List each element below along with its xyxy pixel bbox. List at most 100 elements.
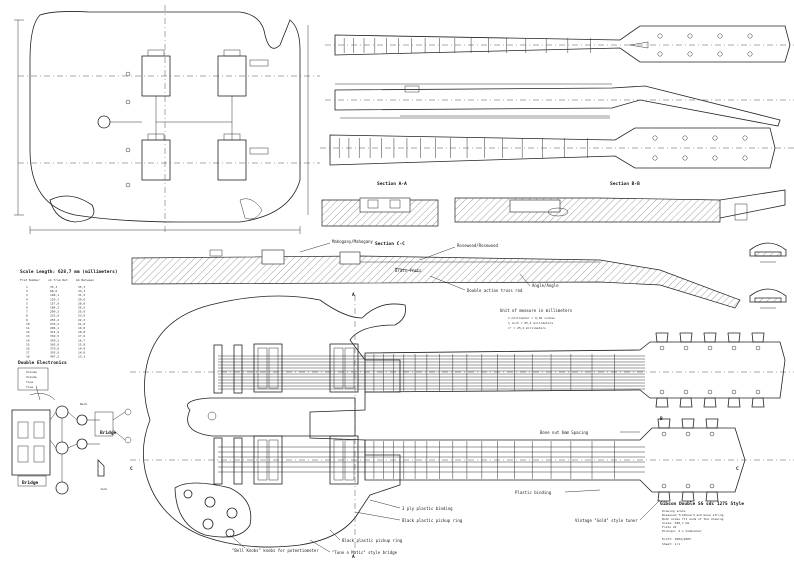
tuner-key (657, 418, 671, 429)
callout-double-action: Double action truss rod (467, 288, 523, 293)
scale-mm-between: 13,3 (78, 355, 85, 359)
scale-header-mm: mm Between (76, 278, 94, 282)
scale-cm-from-nut: 365,0 (50, 342, 59, 346)
tuner-post (685, 431, 691, 437)
scale-header-cm: cm from Nut (48, 278, 68, 282)
section-a-a-label: Section A-A (377, 181, 407, 187)
scale-mm-between: 26,5 (78, 306, 85, 310)
scale-fret-number: 14 (26, 338, 30, 342)
section-b-b: Section B-B (454, 181, 786, 223)
marker-a-bottom: A (352, 554, 355, 560)
tuner-key (751, 397, 765, 408)
scale-mm-between: 35,3 (78, 285, 85, 289)
scale-cm-from-nut: 393,9 (50, 351, 59, 355)
tuner-post (731, 345, 737, 351)
scale-cm-from-nut: 35,3 (50, 285, 57, 289)
scale-cm-from-nut: 184,3 (50, 306, 59, 310)
scale-cm-from-nut: 100,1 (50, 293, 59, 297)
callout-vintage-tuner: Vintage "Gold" style tuner (575, 518, 638, 523)
tuner-key (705, 418, 719, 429)
scale-header-fret: Fret Number (20, 278, 40, 282)
scale-mm-between: 23,6 (78, 314, 85, 318)
scale-fret-number: 5 (26, 301, 28, 305)
scale-cm-from-nut: 157,8 (50, 301, 59, 305)
scale-mm-between: 18,8 (78, 330, 85, 334)
scale-fret-number: 18 (26, 355, 30, 359)
scale-fret-number: 11 (26, 326, 30, 330)
title-line-4: Scale: 628,7 mm (662, 521, 689, 525)
scale-mm-between: 19,8 (78, 326, 85, 330)
title-block: Gibson Double SG sdc 1275 Style Drawing … (660, 501, 744, 546)
units-line-2: 1 inch = 25,4 millimeters (508, 321, 553, 325)
scale-mm-between: 17,6 (78, 334, 85, 338)
title-line-6: Pickups: 4 x humbucker (662, 529, 702, 533)
tuner-post (731, 389, 737, 395)
tuner-key (751, 332, 765, 343)
callout-plastic-binding: Plastic binding (515, 490, 552, 495)
wiring-legend-2: Volume (26, 375, 37, 379)
callout-neck-angle: Angle/Angle (532, 283, 559, 288)
tuner-key (705, 491, 719, 502)
scale-mm-between: 15,8 (78, 342, 85, 346)
section-c-c: Section C-C Mahogany/Mahogany Rosewood/R… (131, 239, 741, 309)
tuner-post (685, 483, 691, 489)
wiring-neck-label: Neck (80, 402, 87, 406)
callout-knobs: "Bell Knobs" knobs for potentiometer (232, 548, 319, 553)
tuner-key (655, 332, 669, 343)
tuner-post (709, 483, 715, 489)
scale-fret-number: 13 (26, 334, 30, 338)
scale-fret-number: 8 (26, 314, 28, 318)
scale-mm-between: 29,6 (78, 297, 85, 301)
scale-cm-from-nut: 349,3 (50, 338, 59, 342)
tuner-key (681, 491, 695, 502)
tuner-key (679, 397, 693, 408)
callout-frets: Brass frets (395, 268, 422, 273)
scale-cm-from-nut: 296,1 (50, 326, 59, 330)
tuner-post (707, 389, 713, 395)
scale-cm-from-nut: 209,3 (50, 310, 59, 314)
scale-cm-from-nut: 68,6 (50, 289, 57, 293)
callout-black-ring: Black plastic pickup ring (342, 538, 403, 543)
tuner-key (727, 332, 741, 343)
section-c-c-label: Section C-C (375, 241, 405, 247)
scale-fret-number: 1 (26, 285, 28, 289)
tuner-post (707, 345, 713, 351)
neck-side-profile (325, 83, 794, 127)
scale-fret-number: 10 (26, 322, 30, 326)
marker-b: B (660, 416, 663, 422)
scale-fret-number: 17 (26, 351, 30, 355)
wiring-legend-3: Tone (26, 380, 33, 384)
scale-mm-between: 31,5 (78, 293, 85, 297)
tuner-post (709, 431, 715, 437)
title-line-2: Rosewood fretboard and bone string (662, 513, 724, 517)
scale-mm-between: 22,3 (78, 318, 85, 322)
scale-table-title: Scale Length: 628,7 mm (millimeters) (20, 269, 118, 275)
scale-fret-number: 4 (26, 297, 28, 301)
title-note-1: Draft: 2004/2005 (662, 537, 691, 541)
wiring-bridge-label: Bridge (22, 480, 39, 486)
neck-plan-second (320, 127, 794, 169)
scale-mm-between: 25,0 (78, 310, 85, 314)
wiring-legend-1: Volume (26, 370, 37, 374)
detail-sections-right (749, 242, 787, 309)
scale-fret-number: 3 (26, 293, 28, 297)
tuner-post (683, 389, 689, 395)
marker-a-top: A (352, 292, 355, 298)
scale-cm-from-nut: 314,9 (50, 330, 59, 334)
callout-mahogany: Mahogany/Mahogany (332, 239, 374, 244)
scale-table: Scale Length: 628,7 mm (millimeters) Fre… (20, 269, 118, 359)
scale-fret-number: 9 (26, 318, 28, 322)
tuner-key (703, 332, 717, 343)
tuner-key (657, 491, 671, 502)
tuner-post (661, 431, 667, 437)
tuner-post (659, 345, 665, 351)
scale-mm-between: 21,0 (78, 322, 85, 326)
tuner-key (727, 397, 741, 408)
title-line-5: Frets 22 (662, 525, 677, 529)
title-note-2: Sheet: 1/1 (662, 542, 680, 546)
scale-fret-number: 12 (26, 330, 30, 334)
body-top-view (14, 5, 320, 234)
callout-pickguard-ring: Black plastic pickup ring (402, 518, 463, 523)
wiring-legend-4: Tone (26, 385, 33, 389)
tuner-post (755, 389, 761, 395)
